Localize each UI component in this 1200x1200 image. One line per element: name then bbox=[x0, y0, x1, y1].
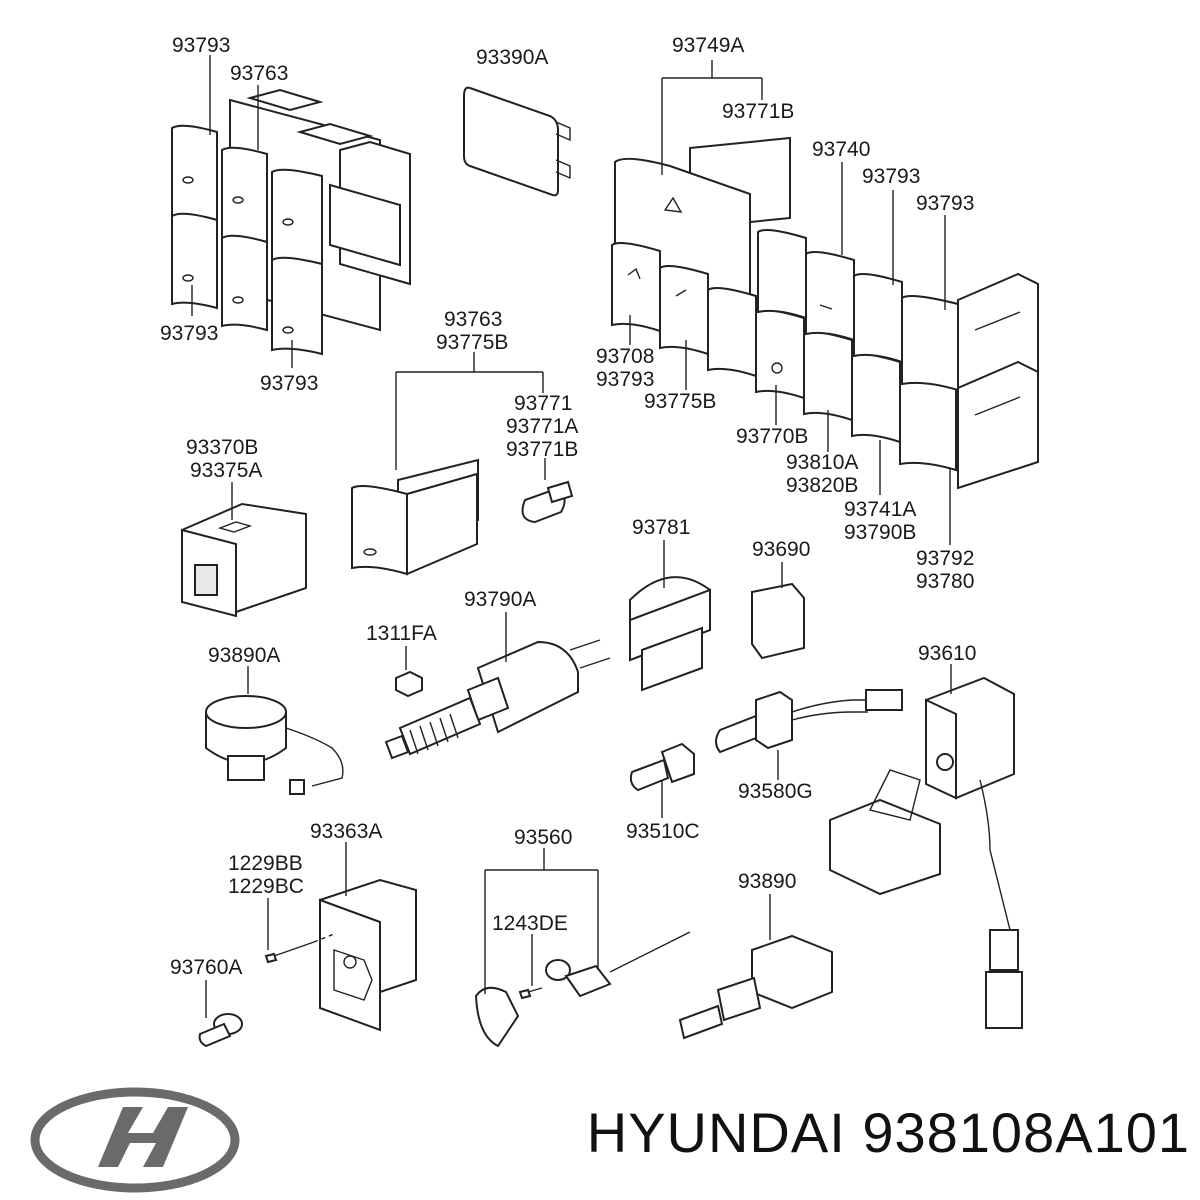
callout-93771b: 93771B bbox=[506, 438, 578, 461]
switch-block-right bbox=[611, 136, 1039, 490]
leader-93560 bbox=[484, 848, 599, 994]
callout-1229bc: 1229BC bbox=[228, 875, 304, 898]
brand-name: HYUNDAI bbox=[586, 1101, 846, 1164]
callout-93760a: 93760A bbox=[170, 956, 242, 979]
blank-93690 bbox=[751, 582, 805, 660]
callout-93708: 93708 bbox=[596, 345, 654, 368]
callout-93580g: 93580G bbox=[738, 780, 813, 803]
switch-assembly-93610 bbox=[829, 676, 1023, 1029]
title-separator bbox=[846, 1101, 863, 1164]
sensor-93890a bbox=[205, 695, 344, 795]
leader-93749a bbox=[661, 60, 763, 175]
leader-93763-b bbox=[395, 352, 544, 470]
callout-93775b: 93775B bbox=[644, 390, 716, 413]
callout-93370b: 93370B bbox=[186, 436, 258, 459]
callout-93790a: 93790A bbox=[464, 588, 536, 611]
callout-93375a: 93375A bbox=[190, 459, 262, 482]
plug-93760a bbox=[198, 1013, 243, 1048]
callout-93740: 93740 bbox=[812, 138, 870, 161]
nut-1311fa bbox=[395, 670, 423, 698]
callout-93771a: 93771A bbox=[506, 415, 578, 438]
callout-93790b: 93790B bbox=[844, 521, 916, 544]
screw-1243de bbox=[518, 987, 543, 1000]
callout-93560: 93560 bbox=[514, 826, 572, 849]
callout-93763: 93763 bbox=[230, 62, 288, 85]
callout-1243de: 1243DE bbox=[492, 912, 568, 935]
blank-cover-93390a bbox=[463, 86, 571, 197]
switch-93560 bbox=[474, 931, 691, 1048]
callout-93780: 93780 bbox=[916, 570, 974, 593]
callout-1311fa: 1311FA bbox=[366, 622, 437, 645]
toggle-switch-93580g bbox=[715, 689, 903, 754]
callout-93363a: 93363A bbox=[310, 820, 382, 843]
callout-93763: 93763 bbox=[444, 308, 502, 331]
callout-93792: 93792 bbox=[916, 547, 974, 570]
brake-switch-93790a bbox=[384, 639, 611, 760]
callout-93793: 93793 bbox=[260, 372, 318, 395]
switch-93370b bbox=[180, 502, 307, 618]
callout-1229bb: 1229BB bbox=[228, 852, 303, 875]
bracket-93363a bbox=[318, 878, 417, 1032]
callout-93793: 93793 bbox=[172, 34, 230, 57]
callout-93793: 93793 bbox=[916, 192, 974, 215]
screw-1229bb bbox=[264, 933, 335, 964]
callout-93770b: 93770B bbox=[736, 425, 808, 448]
switch-93510c bbox=[629, 742, 695, 792]
callout-93820b: 93820B bbox=[786, 474, 858, 497]
callout-93390a: 93390A bbox=[476, 46, 548, 69]
footer-part-title: HYUNDAI 938108A101 bbox=[500, 1100, 1190, 1165]
callout-93810a: 93810A bbox=[786, 451, 858, 474]
part-number: 938108A101 bbox=[862, 1101, 1190, 1164]
callout-93749a: 93749A bbox=[672, 34, 744, 57]
switch-block-left bbox=[171, 88, 411, 356]
sensor-93890 bbox=[678, 934, 833, 1040]
callout-93890: 93890 bbox=[738, 870, 796, 893]
callout-93793: 93793 bbox=[862, 165, 920, 188]
callout-93690: 93690 bbox=[752, 538, 810, 561]
callout-93781: 93781 bbox=[632, 516, 690, 539]
switch-93781 bbox=[629, 576, 711, 692]
hyundai-logo bbox=[30, 1087, 240, 1193]
callout-93771: 93771 bbox=[514, 392, 572, 415]
callout-93610: 93610 bbox=[918, 642, 976, 665]
callout-93775b: 93775B bbox=[436, 331, 508, 354]
callout-93890a: 93890A bbox=[208, 644, 280, 667]
callout-93771b: 93771B bbox=[722, 100, 794, 123]
callout-93741a: 93741A bbox=[844, 498, 916, 521]
callout-93793: 93793 bbox=[596, 368, 654, 391]
bulb-93771 bbox=[521, 480, 574, 524]
callout-93510c: 93510C bbox=[626, 820, 700, 843]
switch-93763 bbox=[351, 458, 479, 576]
callout-93793: 93793 bbox=[160, 322, 218, 345]
